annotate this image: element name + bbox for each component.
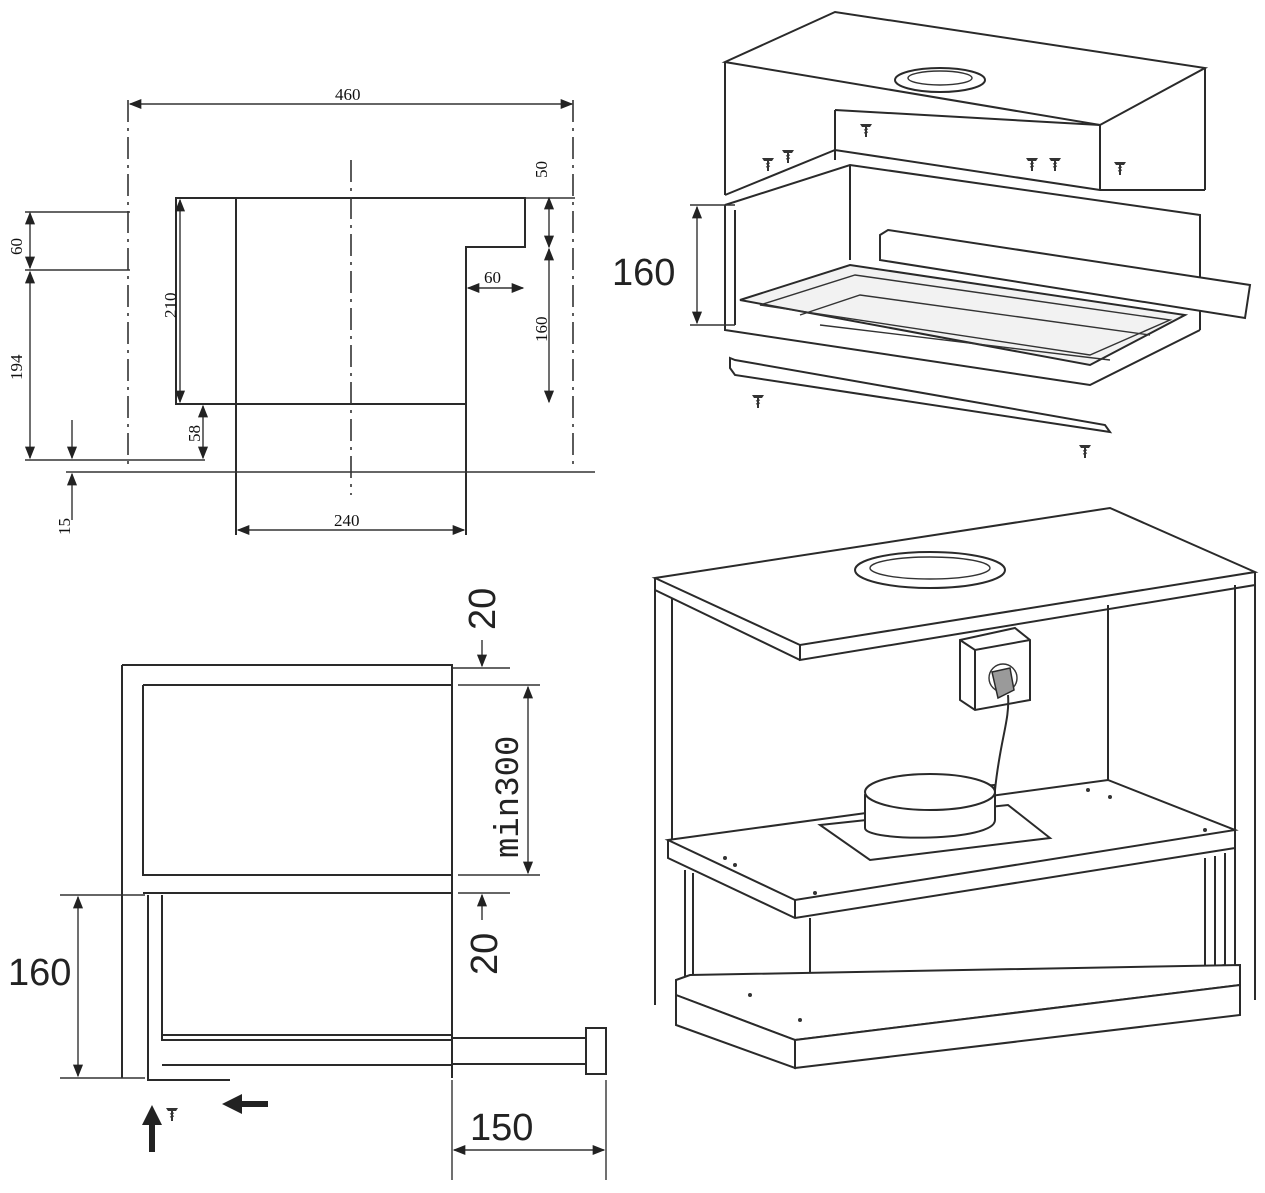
top-left-dimension-drawing: 460 50 60 210 60 160 194 58 15 240: [7, 85, 595, 536]
screw-icon: [1078, 444, 1092, 459]
dim-20-lower: 20: [464, 933, 506, 975]
dim-160-iso: 160: [612, 252, 675, 294]
screw-icon: [751, 394, 765, 409]
bottom-left-side-section: 20 min300 20 160 150: [8, 588, 607, 1180]
dim-160-right: 160: [532, 317, 551, 343]
screw-icon: [781, 149, 795, 164]
screw-icon: [1048, 157, 1062, 172]
arrow-left-icon: [222, 1094, 268, 1114]
dim-150: 150: [470, 1107, 533, 1149]
dim-min300: min300: [491, 736, 529, 858]
top-right-isometric-drawing: 160: [612, 10, 1252, 459]
power-socket-icon: [959, 626, 1031, 712]
dim-60-notch: 60: [484, 268, 501, 287]
screw-icon: [859, 123, 873, 138]
dim-20-top: 20: [462, 588, 504, 630]
dim-15: 15: [55, 518, 74, 535]
dim-194: 194: [7, 354, 26, 380]
screw-icon: [1025, 157, 1039, 172]
arrow-up-icon: [142, 1105, 162, 1152]
screw-icon: [165, 1107, 179, 1122]
plug-icon: [991, 667, 1015, 700]
screw-icon: [1113, 161, 1127, 176]
dim-160-side: 160: [8, 952, 71, 994]
screw-icon: [761, 157, 775, 172]
dim-50: 50: [532, 161, 551, 178]
dim-210: 210: [161, 293, 180, 319]
dim-58: 58: [185, 425, 204, 442]
dim-460: 460: [335, 85, 361, 104]
dim-240: 240: [334, 511, 360, 530]
dim-60-left: 60: [7, 238, 26, 255]
bottom-right-installed-view: [651, 506, 1259, 1070]
